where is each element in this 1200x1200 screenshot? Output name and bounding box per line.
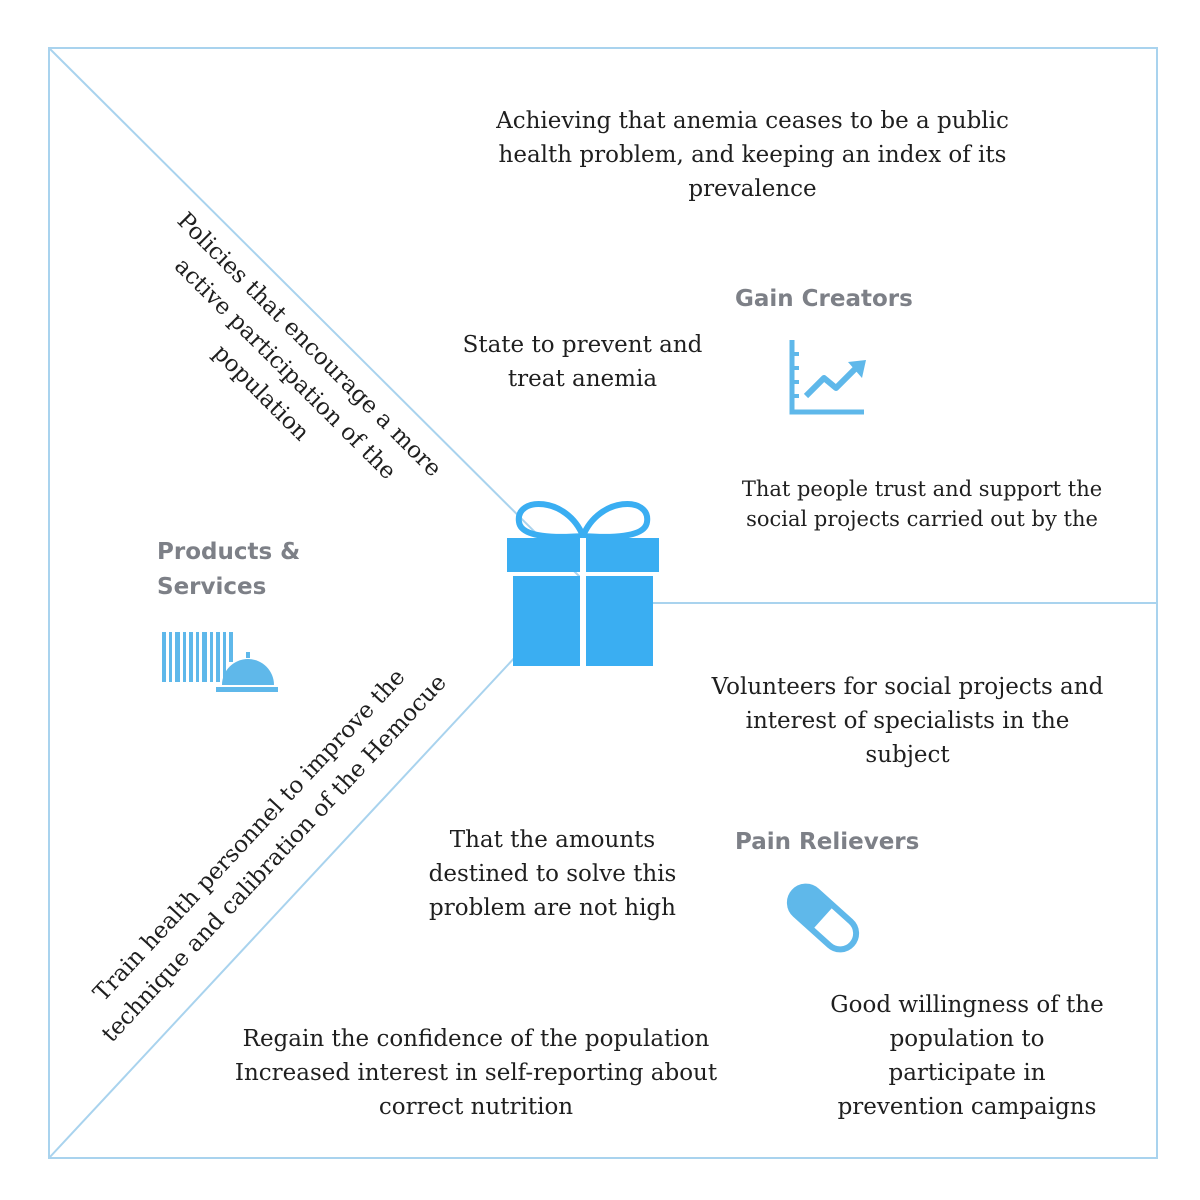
volunteers-text: Volunteers for social projects and inter… xyxy=(711,674,1104,768)
regain-confidence-text: Regain the confidence of the population … xyxy=(234,1026,718,1120)
pain-relievers-heading: Pain Relievers xyxy=(735,829,920,855)
gain-goal-text: Achieving that anemia ceases to be a pub… xyxy=(496,108,1009,202)
diagonal-bottom-left xyxy=(48,581,586,1159)
state-prevent-text: State to prevent and treat anemia xyxy=(462,332,703,392)
willingness-text: Good willingness of the population to pa… xyxy=(830,992,1104,1120)
products-services-heading: Products & Services xyxy=(157,539,301,600)
people-trust-text: That people trust and support the social… xyxy=(741,477,1103,531)
amounts-text: That the amounts destined to solve this … xyxy=(428,827,677,921)
diagonal-top-left xyxy=(48,47,586,583)
barcode-cloche-icon xyxy=(162,632,278,692)
chart-growth-icon xyxy=(789,340,866,415)
gift-icon xyxy=(507,501,659,666)
pill-icon xyxy=(786,883,860,953)
gain-creators-heading: Gain Creators xyxy=(735,286,913,312)
